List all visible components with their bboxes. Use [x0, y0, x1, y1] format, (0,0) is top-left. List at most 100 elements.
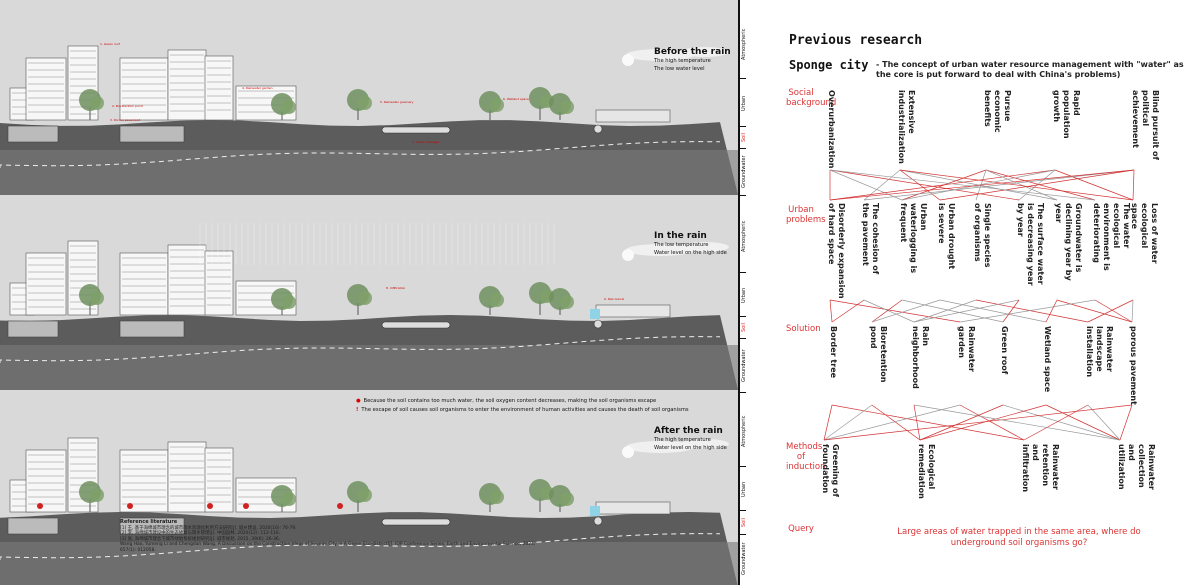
label-infiltration: 8. Infiltration — [386, 286, 406, 290]
problem-item: Urban drought is severe — [937, 203, 956, 270]
strip-tick — [738, 195, 746, 196]
strip-label-urban: Urban — [741, 481, 747, 497]
low-building — [595, 501, 671, 515]
underground-parking — [7, 320, 59, 338]
problem-item: Urban waterlogging is frequent — [899, 203, 928, 274]
link-solution-to-method — [919, 404, 1047, 441]
problem-item: Single species of organisms — [973, 203, 992, 268]
rain-barrel — [593, 319, 603, 329]
reference-item: [1] 王, 基于海绵城市理念的城市雨水资源化利用方法研究[J]. 城乡建设, … — [120, 525, 297, 531]
link-solution-to-method — [871, 404, 921, 441]
problem-item: The cohesion of the pavement — [861, 203, 880, 275]
link-problem-to-solution — [1045, 299, 1058, 323]
cloud — [626, 49, 694, 61]
tree — [358, 96, 372, 110]
tree — [560, 295, 574, 309]
link-solution-to-method — [1023, 404, 1089, 441]
link-solution-to-method — [823, 404, 1133, 441]
link-problem-to-solution — [871, 299, 941, 323]
underground-parking — [7, 517, 59, 535]
strip-label-soil: Soil — [741, 517, 747, 527]
tree — [560, 492, 574, 506]
problem-item: Groundwater is declining year by year — [1054, 203, 1083, 281]
groundwater-layer — [0, 542, 738, 585]
strip-label-urban: Urban — [741, 95, 747, 111]
research-panel: Previous research Sponge city - The conc… — [756, 0, 1200, 585]
link-solution-to-method — [913, 404, 921, 441]
label-greenery: 5. Rainwater greenery — [380, 100, 414, 104]
cloud — [681, 242, 729, 252]
groundwater-layer — [0, 150, 738, 195]
label-porous: 3. Porous pavement — [110, 118, 140, 122]
drainage-pipe — [381, 518, 451, 526]
sun-icon — [622, 249, 634, 261]
cloud — [626, 441, 694, 453]
strip-label-groundwater: Groundwater — [741, 155, 747, 189]
water-level-line — [0, 141, 721, 168]
strip-label-soil: Soil — [741, 322, 747, 332]
strip-label-atmospheric: Atmospheric — [741, 28, 747, 60]
note-2-text: The escape of soil causes soil organisms… — [361, 407, 689, 413]
link-social-to-problem — [829, 169, 903, 201]
tree — [560, 100, 574, 114]
problem-item: The water ecological environment is dete… — [1092, 203, 1131, 271]
relationship-lines — [823, 169, 1135, 441]
building — [119, 449, 169, 513]
link-problem-to-solution — [871, 299, 903, 323]
note-2: !The escape of soil causes soil organism… — [356, 406, 738, 415]
strip-tick — [738, 510, 746, 511]
social-item: Pursue economic benefits — [983, 90, 1012, 133]
link-solution-to-method — [1045, 404, 1121, 441]
row-label-solution: Solution — [786, 324, 821, 334]
section-illustration: Before the rain The high temperature The… — [0, 0, 738, 585]
strip-label-urban: Urban — [741, 287, 747, 303]
link-solution-to-method — [959, 404, 1025, 441]
problem-item: Disorderly expansion of hard space — [827, 203, 846, 299]
link-problem-to-solution — [1131, 299, 1134, 323]
strip-label-groundwater: Groundwater — [741, 349, 747, 383]
link-social-to-problem — [863, 169, 1135, 201]
tree — [90, 488, 104, 502]
panel-2-line-2: Water level on the high side — [654, 250, 727, 256]
warning-icon: ● — [356, 398, 361, 404]
building — [204, 447, 234, 513]
tree — [490, 98, 504, 112]
link-problem-to-solution — [829, 299, 833, 323]
solution-item: porous pavement — [1129, 326, 1138, 405]
link-social-to-problem — [1132, 169, 1135, 201]
solution-item: Rainwater landscape installation — [1085, 326, 1114, 378]
building — [167, 49, 207, 121]
link-problem-to-solution — [1056, 299, 1133, 323]
label-green-roof: 1. Green roof — [100, 42, 120, 46]
tree — [490, 490, 504, 504]
link-solution-to-method — [913, 404, 1121, 441]
sponge-city-description: - The concept of urban water resource ma… — [876, 60, 1184, 79]
link-problem-to-solution — [939, 299, 1047, 323]
organism-marker — [127, 503, 133, 509]
building — [25, 57, 67, 121]
tree — [282, 295, 296, 309]
reference-title: Reference literature — [120, 519, 178, 525]
panel-3-title: After the rain — [654, 426, 723, 436]
link-social-to-problem — [899, 169, 1134, 201]
tree — [358, 488, 372, 502]
water-pool — [590, 506, 600, 516]
link-problem-to-solution — [959, 299, 1096, 323]
cloud — [681, 439, 729, 449]
tree — [490, 293, 504, 307]
strip-tick — [738, 466, 746, 467]
panel-2-caption: In the rain The low temperature Water le… — [654, 231, 727, 257]
groundwater-layer — [0, 345, 738, 390]
drainage-pipe — [381, 126, 451, 134]
tree — [358, 291, 372, 305]
label-drainage: 7. Urban drainage — [412, 140, 440, 144]
social-item: Overurbanization — [827, 90, 836, 169]
reference-list: Reference literature [1] 王, 基于海绵城市理念的城市雨… — [120, 519, 540, 554]
building — [204, 250, 234, 316]
organism-marker — [243, 503, 249, 509]
link-solution-to-method — [1087, 404, 1121, 441]
underground-parking — [119, 125, 185, 143]
link-problem-to-solution — [901, 299, 1004, 323]
water-pool — [590, 309, 600, 319]
tree — [282, 100, 296, 114]
